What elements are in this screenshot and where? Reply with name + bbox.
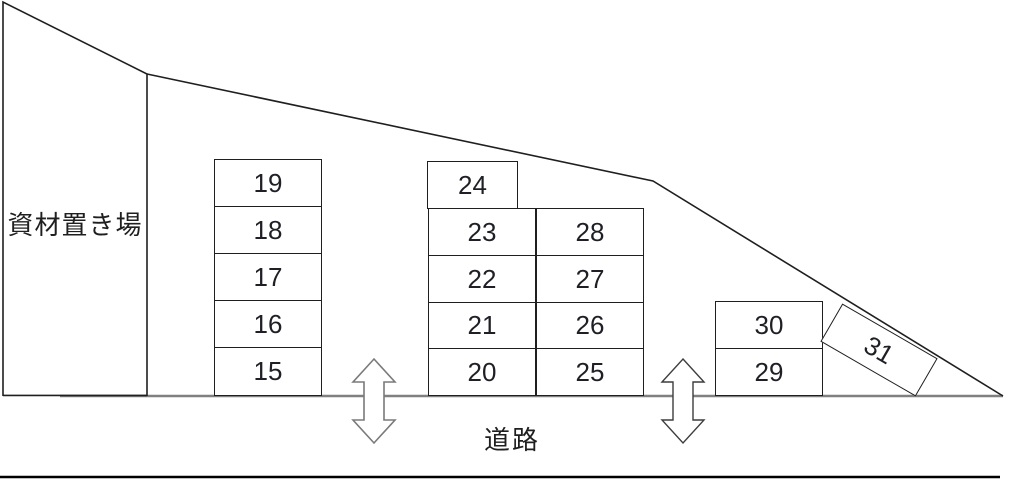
parking-spot-15: 15 — [214, 347, 322, 396]
spot-number: 18 — [253, 214, 283, 245]
road-label: 道路 — [483, 425, 540, 455]
spot-number: 30 — [754, 309, 784, 340]
parking-spot-23: 23 — [428, 208, 536, 256]
parking-spot-29: 29 — [715, 348, 823, 396]
spot-number: 26 — [575, 310, 605, 340]
parking-spot-16: 16 — [214, 300, 322, 348]
two-way-arrow-icon — [660, 357, 706, 445]
parking-spot-25: 25 — [536, 348, 644, 396]
parking-spot-20: 20 — [428, 348, 536, 396]
parking-spot-17: 17 — [214, 253, 322, 301]
parking-spot-19: 19 — [214, 159, 322, 207]
spot-number: 24 — [458, 169, 487, 200]
parking-spot-24: 24 — [427, 161, 518, 209]
parking-spot-22: 22 — [428, 255, 536, 303]
storage-area-label: 資材置き場 — [7, 210, 143, 240]
spot-number: 17 — [253, 261, 283, 292]
parking-spot-18: 18 — [214, 206, 322, 254]
north-boundary-line — [146, 73, 1004, 397]
storage-parcel-outline — [2, 0, 148, 396]
spot-number: 21 — [467, 310, 497, 340]
spot-number: 15 — [253, 356, 283, 386]
parking-spot-26: 26 — [536, 302, 644, 349]
spot-number: 20 — [467, 356, 497, 387]
spot-number: 31 — [859, 329, 900, 370]
two-way-arrow-icon — [351, 357, 397, 445]
parking-spot-27: 27 — [536, 255, 644, 303]
spot-number: 19 — [253, 167, 283, 198]
parking-spot-21: 21 — [428, 302, 536, 349]
spot-number: 22 — [467, 263, 497, 294]
parking-spot-28: 28 — [536, 208, 644, 256]
spot-number: 25 — [575, 356, 605, 387]
spot-number: 29 — [754, 356, 784, 387]
spot-number: 16 — [253, 308, 283, 339]
spot-number: 28 — [575, 216, 605, 247]
parking-spot-30: 30 — [715, 301, 823, 349]
spot-number: 27 — [575, 263, 605, 294]
spot-number: 23 — [467, 216, 497, 247]
